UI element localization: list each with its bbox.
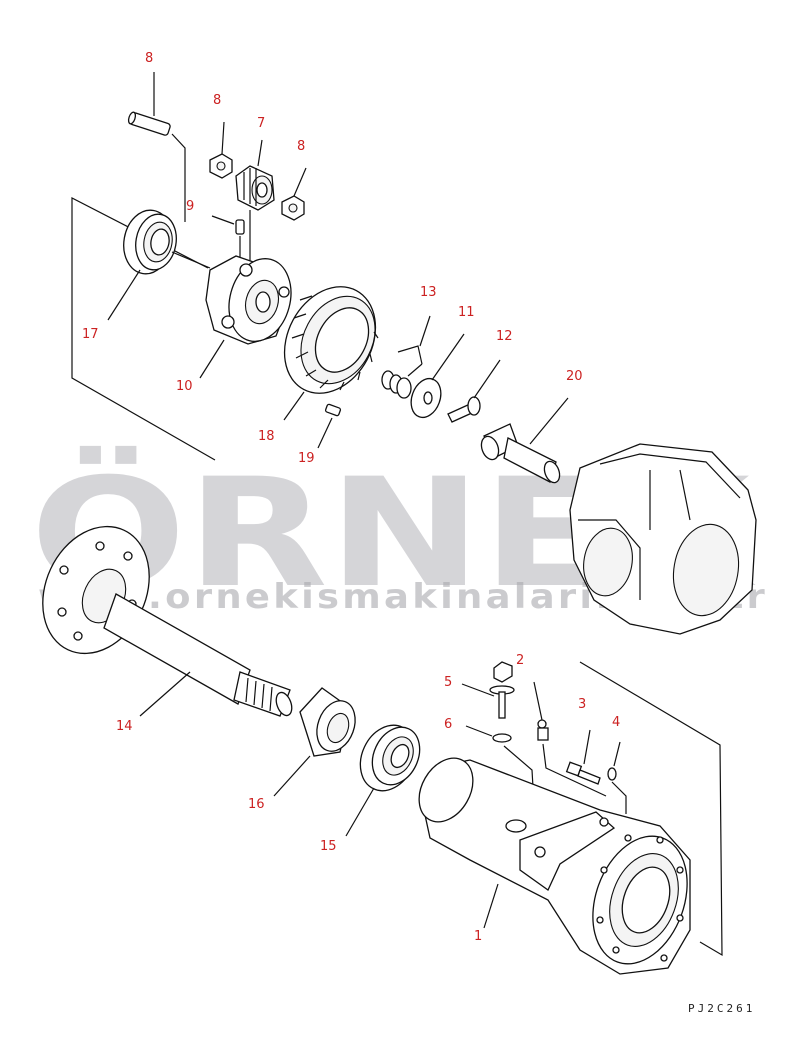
part-13-bolt <box>447 359 501 423</box>
part-8-nut-upper <box>209 121 233 179</box>
part-11-differential-case <box>199 255 292 379</box>
label-part-11: 10 <box>176 379 193 394</box>
label-part-2: 2 <box>516 653 524 668</box>
part-8-nut-right <box>281 167 307 221</box>
part-12-thrust-washer <box>410 333 465 419</box>
label-part-8-right: 8 <box>297 139 305 154</box>
label-part-12: 11 <box>458 305 475 320</box>
label-part-8-upper: 8 <box>213 93 221 108</box>
part-5-bolt <box>461 661 515 719</box>
part-20-dowel-pin <box>317 403 342 449</box>
label-part-21: 20 <box>566 369 583 384</box>
label-part-5: 5 <box>444 675 452 690</box>
assembly-bracket-lower <box>579 661 723 957</box>
label-part-9: 8 <box>145 51 153 66</box>
label-part-15: 14 <box>116 719 133 734</box>
label-part-4: 4 <box>612 715 620 730</box>
label-part-20: 19 <box>298 451 315 466</box>
part-19-ring-gear <box>283 286 379 421</box>
label-part-7: 7 <box>257 116 265 131</box>
part-1-axle-housing <box>418 757 691 975</box>
label-part-10: 9 <box>186 199 194 214</box>
part-21-pinion-shaft <box>480 397 569 484</box>
part-7-pinion-gear <box>235 139 275 262</box>
label-part-3: 3 <box>578 697 586 712</box>
label-part-16: 15 <box>320 839 337 854</box>
part-14-lock-washers <box>381 315 431 399</box>
part-15-axle-shaft <box>42 525 293 717</box>
part-4-washer <box>607 741 627 814</box>
part-2-grease-fitting <box>533 681 607 797</box>
part-18-bearing <box>107 209 211 321</box>
part-9-pin <box>127 72 186 222</box>
label-part-17: 16 <box>248 797 265 812</box>
part-16-bearing <box>345 724 421 837</box>
differential-housing <box>569 443 757 635</box>
part-3-bolt <box>565 729 601 785</box>
drawing-code: PJ2C261 <box>688 1002 755 1015</box>
label-part-14: 13 <box>420 285 437 300</box>
label-part-19: 18 <box>258 429 275 444</box>
label-part-1: 1 <box>474 929 482 944</box>
part-17-oil-seal <box>273 687 356 797</box>
label-part-18: 17 <box>82 327 99 342</box>
label-part-13: 12 <box>496 329 513 344</box>
part-6-o-ring <box>465 725 537 841</box>
label-part-6: 6 <box>444 717 452 732</box>
part-10-small-pin <box>211 215 245 262</box>
part-labels: 8 8 7 8 9 17 10 13 11 12 20 18 19 2 5 3 … <box>82 51 620 944</box>
